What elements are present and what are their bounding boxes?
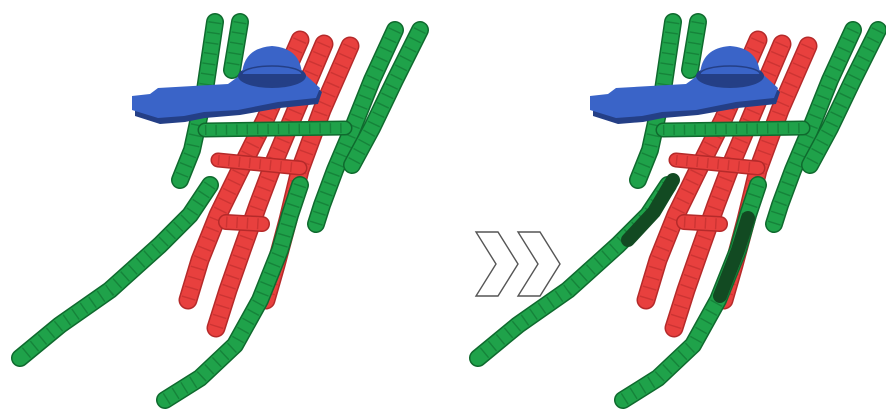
green-crossbar	[663, 128, 803, 130]
double-chevron-right-icon	[476, 232, 560, 296]
green-crossbar	[205, 128, 345, 130]
red-crossbar	[684, 222, 720, 224]
red-crossbar	[226, 222, 262, 224]
panel-before	[20, 22, 420, 400]
red-upper-crossbar	[676, 160, 758, 168]
green-tube-back-2	[232, 22, 240, 70]
red-upper-crossbar	[218, 160, 300, 168]
green-tube-front-left	[20, 185, 210, 358]
chevron-right-icon	[518, 232, 560, 296]
chevron-right-icon	[476, 232, 518, 296]
panel-after	[478, 22, 878, 400]
green-tube-back-2	[690, 22, 698, 70]
